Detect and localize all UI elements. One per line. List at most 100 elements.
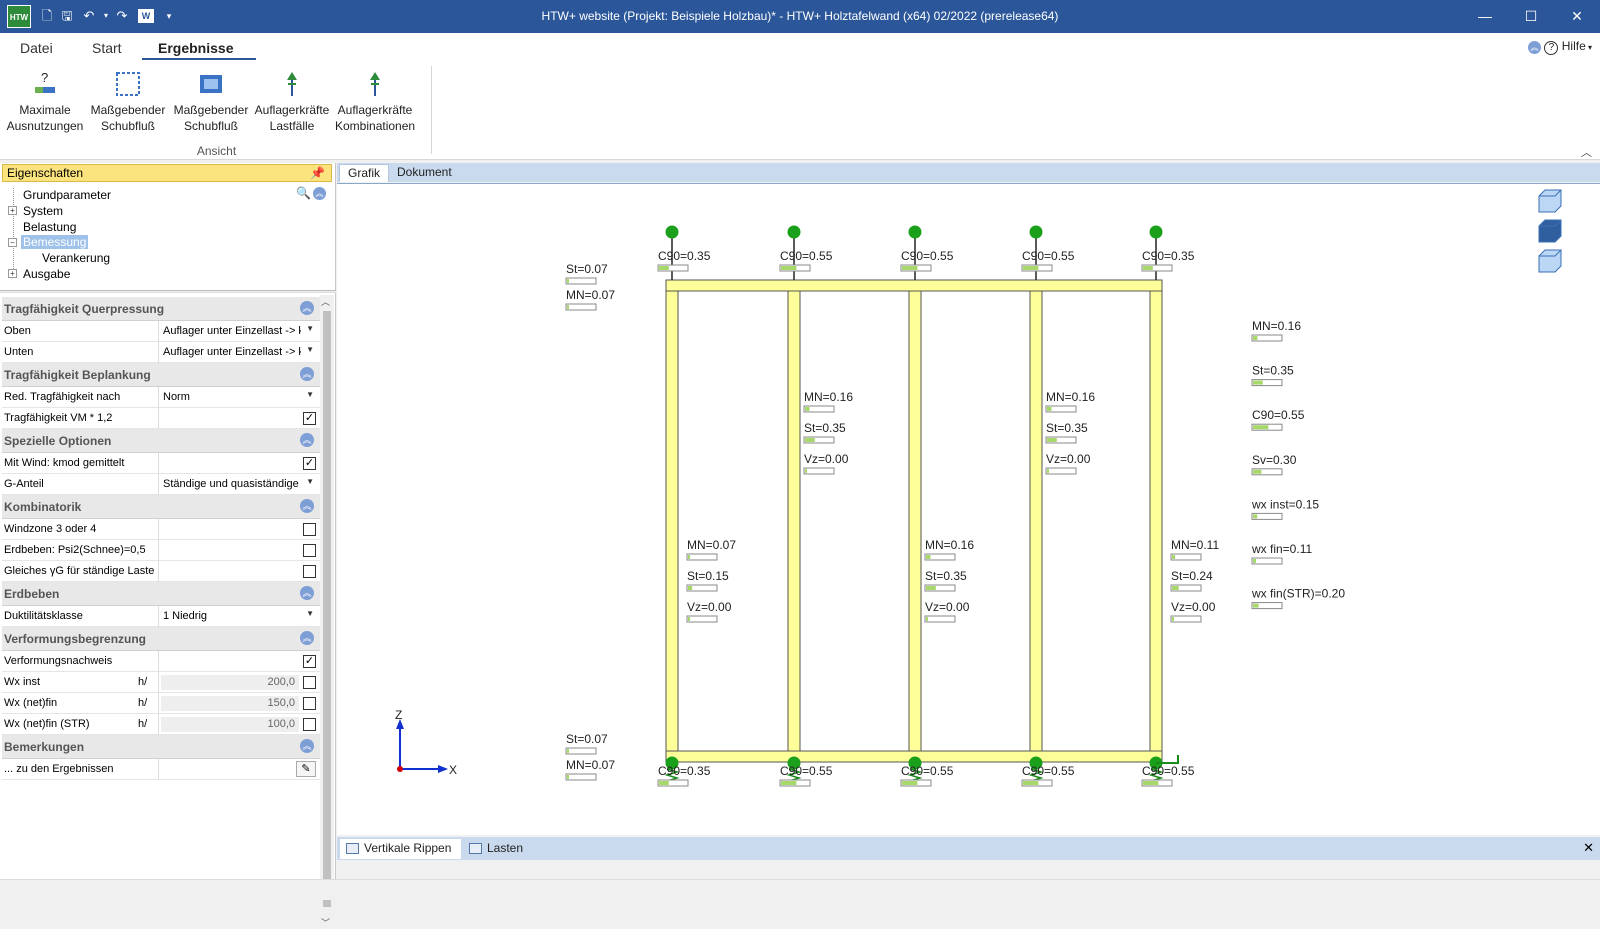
search-icon[interactable]: 🔍 [296, 186, 311, 200]
collapse-section-icon[interactable]: ︽ [300, 739, 314, 753]
property-value-cell[interactable]: 1 Niedrig▼ [158, 606, 320, 627]
tab-lasten[interactable]: Lasten [463, 839, 533, 859]
property-value-cell[interactable]: Auflager unter Einzellast -> kc▼ [158, 342, 320, 363]
tab-dokument[interactable]: Dokument [397, 165, 452, 179]
property-value-cell[interactable] [158, 519, 320, 540]
property-value-cell[interactable]: ✓ [158, 453, 320, 474]
dropdown-arrow-icon[interactable]: ▼ [306, 609, 314, 618]
tree-item-ausgabe[interactable]: Ausgabe [23, 267, 71, 281]
close-panel-icon[interactable]: ✕ [1583, 840, 1594, 855]
property-value-cell[interactable]: ✎ [158, 759, 320, 780]
expand-icon[interactable]: + [8, 206, 17, 215]
property-value-cell[interactable]: Norm▼ [158, 387, 320, 408]
property-row[interactable]: Tragfähigkeit VM * 1,2 ✓ [2, 408, 320, 429]
collapse-section-icon[interactable]: ︽ [300, 433, 314, 447]
tree-item-grundparameter[interactable]: Grundparameter [23, 188, 112, 202]
collapse-section-icon[interactable]: ︽ [300, 367, 314, 381]
save-icon[interactable]: 🖫 [61, 8, 73, 23]
property-row[interactable]: Mit Wind: kmod gemittelt ✓ [2, 453, 320, 474]
property-row[interactable]: Oben Auflager unter Einzellast -> kc▼ [2, 321, 320, 342]
dropdown-arrow-icon[interactable]: ▼ [306, 345, 314, 354]
tab-grafik[interactable]: Grafik [339, 164, 390, 182]
support-forces-loadcases-button[interactable]: Auflagerkräfte Lastfälle [252, 70, 332, 134]
property-value-cell[interactable]: ✓ [158, 408, 320, 429]
section-header[interactable]: Tragfähigkeit Querpressung ︽ [2, 297, 320, 321]
section-header[interactable]: Kombinatorik ︽ [2, 495, 320, 519]
expand-icon[interactable]: + [8, 269, 17, 278]
splitter[interactable] [0, 290, 336, 293]
section-header[interactable]: Spezielle Optionen ︽ [2, 429, 320, 453]
property-value-cell[interactable]: 100,0 [158, 714, 320, 735]
close-icon[interactable]: ✕ [1571, 8, 1583, 24]
property-value-cell[interactable]: ✓ [158, 651, 320, 672]
scroll-up-icon[interactable]: ︿ [321, 297, 331, 307]
property-row[interactable]: Verformungsnachweis ✓ [2, 651, 320, 672]
section-header[interactable]: Tragfähigkeit Beplankung ︽ [2, 363, 320, 387]
app-logo-icon[interactable]: HTW [7, 5, 31, 28]
section-header[interactable]: Bemerkungen ︽ [2, 735, 320, 759]
scrollbar-thumb[interactable] [323, 311, 331, 907]
checkbox[interactable] [303, 544, 316, 557]
property-row[interactable]: ... zu den Ergebnissen ✎ [2, 759, 320, 780]
checkbox[interactable] [303, 676, 316, 689]
undo-dropdown-icon[interactable]: ▾ [103, 11, 108, 20]
customize-toolbar-icon[interactable]: ▾ [166, 11, 172, 21]
number-field[interactable]: 200,0 [161, 675, 299, 690]
property-value-cell[interactable]: 200,0 [158, 672, 320, 693]
property-row[interactable]: Windzone 3 oder 4 [2, 519, 320, 540]
edit-note-icon[interactable]: ✎ [296, 761, 316, 777]
checkbox[interactable]: ✓ [303, 655, 316, 668]
dropdown-arrow-icon[interactable]: ▼ [306, 324, 314, 333]
shear-flow-button-1[interactable]: Maßgebender Schubfluß [88, 70, 168, 134]
tree-item-verankerung[interactable]: Verankerung [42, 251, 111, 265]
checkbox[interactable] [303, 523, 316, 536]
tree-item-system[interactable]: System [23, 204, 64, 218]
max-utilization-button[interactable]: ? Maximale Ausnutzungen [5, 70, 85, 134]
new-file-icon[interactable]: 🗋 [41, 8, 53, 23]
tree-item-belastung[interactable]: Belastung [23, 220, 77, 234]
collapse-section-icon[interactable]: ︽ [300, 301, 314, 315]
dropdown-arrow-icon[interactable]: ▼ [306, 390, 314, 399]
maximize-icon[interactable]: ☐ [1524, 8, 1538, 24]
dropdown-arrow-icon[interactable]: ▼ [306, 477, 314, 486]
property-row[interactable]: Red. Tragfähigkeit nach Norm▼ [2, 387, 320, 408]
tab-start[interactable]: Start [92, 40, 122, 56]
help-menu[interactable]: ︽ ? Hilfe ▾ [1528, 39, 1592, 55]
checkbox[interactable] [303, 697, 316, 710]
tab-datei[interactable]: Datei [20, 40, 53, 56]
collapse-ribbon-icon[interactable]: ︽ [1528, 41, 1542, 54]
property-row[interactable]: Unten Auflager unter Einzellast -> kc▼ [2, 342, 320, 363]
number-field[interactable]: 150,0 [161, 696, 299, 711]
property-row[interactable]: Gleiches γG für ständige Lasten [2, 561, 320, 582]
property-value-cell[interactable]: Auflager unter Einzellast -> kc▼ [158, 321, 320, 342]
redo-icon[interactable]: ↷ [116, 8, 128, 23]
undo-icon[interactable]: ↶ [83, 8, 95, 23]
tab-vertikale-rippen[interactable]: Vertikale Rippen [340, 839, 462, 859]
section-header[interactable]: Erdbeben ︽ [2, 582, 320, 606]
section-header[interactable]: Verformungsbegrenzung ︽ [2, 627, 320, 651]
tab-ergebnisse[interactable]: Ergebnisse [158, 40, 234, 56]
collapse-section-icon[interactable]: ︽ [300, 499, 314, 513]
checkbox[interactable]: ✓ [303, 457, 316, 470]
property-row[interactable]: G-Anteil Ständige und quasiständige Last… [2, 474, 320, 495]
property-scrollbar[interactable]: ︿ ﹀ [320, 295, 334, 929]
collapse-ribbon-chevron-icon[interactable]: ︿ [1581, 147, 1592, 159]
property-value-cell[interactable] [158, 561, 320, 582]
word-export-icon[interactable]: W [138, 9, 154, 23]
collapse-tree-icon[interactable]: ︽ [313, 187, 326, 200]
collapse-section-icon[interactable]: ︽ [300, 586, 314, 600]
property-value-cell[interactable] [158, 540, 320, 561]
minimize-icon[interactable]: — [1478, 8, 1492, 24]
property-value-cell[interactable]: Ständige und quasiständige Lasten▼ [158, 474, 320, 495]
property-row[interactable]: Wx (net)fin (STR)h/ 100,0 [2, 714, 320, 735]
tree-item-bemessung[interactable]: Bemessung [21, 235, 89, 249]
number-field[interactable]: 100,0 [161, 717, 299, 732]
scroll-down-icon[interactable]: ﹀ [321, 918, 331, 928]
property-value-cell[interactable]: 150,0 [158, 693, 320, 714]
pin-icon[interactable]: 📌 [310, 166, 325, 180]
support-forces-combinations-button[interactable]: Auflagerkräfte Kombinationen [335, 70, 415, 134]
collapse-section-icon[interactable]: ︽ [300, 631, 314, 645]
